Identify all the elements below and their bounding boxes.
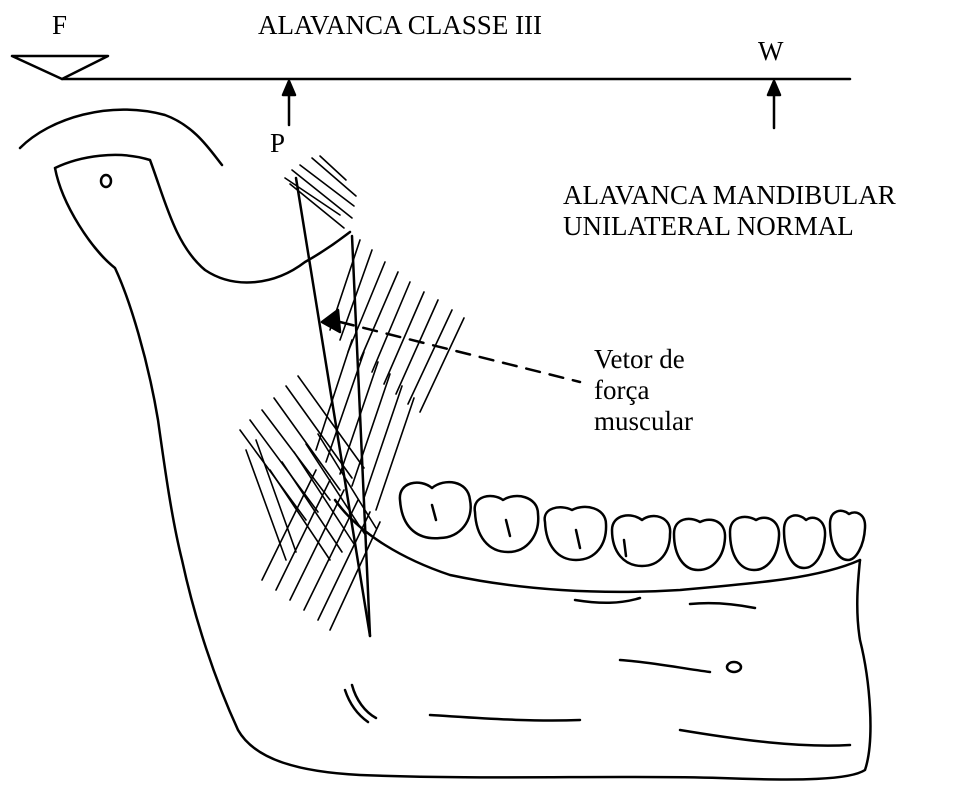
mandible-alveolar-line <box>335 500 860 592</box>
fulcrum-triangle <box>12 56 108 79</box>
vector-caption-line1: Vetor de <box>594 344 693 375</box>
mandible-caption-line1: ALAVANCA MANDIBULAR <box>563 180 896 211</box>
mandible-caption: ALAVANCA MANDIBULAR UNILATERAL NORMAL <box>563 180 896 242</box>
load-arrow <box>768 81 780 128</box>
vector-pointer-line <box>340 322 580 382</box>
vector-caption-line3: muscular <box>594 406 693 437</box>
mental-foramen <box>727 662 741 672</box>
mandible-caption-line2: UNILATERAL NORMAL <box>563 211 896 242</box>
force-label: P <box>270 128 285 159</box>
muscle-fibers <box>240 156 464 630</box>
lever-class-title: ALAVANCA CLASSE III <box>258 10 542 41</box>
fulcrum-label: F <box>52 10 67 41</box>
force-arrow <box>283 81 295 125</box>
vector-caption-line2: força <box>594 375 693 406</box>
load-label: W <box>758 36 783 67</box>
condyle-foramen <box>101 175 111 187</box>
vector-caption: Vetor de força muscular <box>594 344 693 437</box>
teeth-row <box>400 482 865 570</box>
